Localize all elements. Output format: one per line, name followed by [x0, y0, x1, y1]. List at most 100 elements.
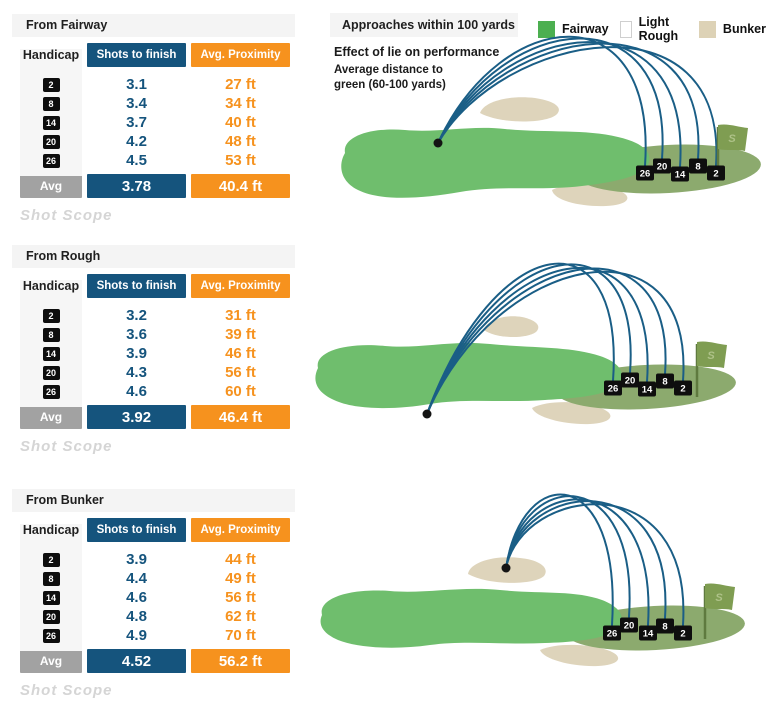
svg-text:20: 20: [657, 162, 668, 173]
shots-value: 3.4: [126, 95, 147, 112]
shots-value: 4.6: [126, 589, 147, 606]
shots-value: 3.7: [126, 114, 147, 131]
right-panel-header: Approaches within 100 yards: [330, 13, 518, 37]
bunker-shape: [480, 97, 559, 122]
svg-text:14: 14: [643, 629, 654, 640]
landing-label: 26: [603, 625, 621, 641]
light-rough-swatch-icon: [619, 20, 632, 38]
proximity-value: 60 ft: [225, 383, 256, 400]
flag-logo: S: [728, 133, 736, 145]
proximity-header: Avg. Proximity: [191, 274, 290, 298]
shots-value: 3.2: [126, 307, 147, 324]
section-from-rough: From Rough Handicap Shots to finish Avg.…: [12, 245, 295, 455]
section-from-fairway: From Fairway Handicap Shots to finish Av…: [12, 14, 295, 224]
table-row: 14 3.7 40 ft: [12, 113, 295, 132]
avg-label: Avg: [20, 649, 82, 673]
handicap-header: Handicap: [22, 279, 80, 293]
table-header-row: Handicap Shots to finish Avg. Proximity: [12, 43, 295, 67]
table-rows: 2 3.2 31 ft 8 3.6 39 ft 14 3.9 46 ft 20 …: [12, 306, 295, 401]
table-row: 8 4.4 49 ft: [12, 569, 295, 588]
landing-label: 8: [656, 373, 674, 389]
proximity-value: 31 ft: [225, 307, 256, 324]
handicap-chip: 8: [42, 571, 60, 586]
handicap-chip: 8: [42, 327, 60, 342]
shots-value: 3.1: [126, 76, 147, 93]
avg-proximity-value: 40.4 ft: [191, 174, 290, 198]
handicap-chip: 20: [42, 365, 60, 380]
proximity-value: 49 ft: [225, 570, 256, 587]
legend-label: Fairway: [562, 22, 609, 36]
shots-header: Shots to finish: [87, 274, 186, 298]
handicap-header: Handicap: [22, 48, 80, 62]
landing-label: 20: [653, 158, 671, 174]
trajectory-arc: [437, 42, 700, 160]
section-from-bunker: From Bunker Handicap Shots to finish Avg…: [12, 489, 295, 699]
trajectory-arc: [437, 37, 664, 160]
table-row: 14 3.9 46 ft: [12, 344, 295, 363]
hole-illustration-fairway: S 26 20 14 8 2: [341, 35, 761, 207]
table-row: 8 3.4 34 ft: [12, 94, 295, 113]
ball-dot: [501, 563, 511, 573]
trajectory-arc: [437, 46, 718, 167]
svg-text:2: 2: [713, 169, 718, 180]
table-row: 20 4.3 56 ft: [12, 363, 295, 382]
effect-subtitle: Effect of lie on performance: [334, 45, 500, 59]
shots-header: Shots to finish: [87, 43, 186, 67]
proximity-value: 62 ft: [225, 608, 256, 625]
table-row: 26 4.9 70 ft: [12, 626, 295, 645]
section-title: From Rough: [12, 245, 295, 268]
proximity-value: 56 ft: [225, 364, 256, 381]
legend-label: Light Rough: [638, 15, 679, 43]
stats-table: Handicap Shots to finish Avg. Proximity …: [12, 518, 295, 673]
average-row: Avg 3.92 46.4 ft: [12, 405, 295, 429]
table-row: 14 4.6 56 ft: [12, 588, 295, 607]
svg-text:26: 26: [640, 169, 651, 180]
landing-label: 2: [674, 380, 692, 396]
table-row: 8 3.6 39 ft: [12, 325, 295, 344]
proximity-value: 40 ft: [225, 114, 256, 131]
svg-text:14: 14: [675, 170, 686, 181]
ball-dot: [422, 409, 432, 419]
proximity-value: 56 ft: [225, 589, 256, 606]
handicap-chip: 2: [42, 77, 60, 92]
table-row: 2 3.2 31 ft: [12, 306, 295, 325]
trajectory-arc: [505, 500, 667, 619]
landing-label: 26: [604, 380, 622, 396]
shots-value: 4.2: [126, 133, 147, 150]
proximity-value: 48 ft: [225, 133, 256, 150]
handicap-chip: 20: [42, 134, 60, 149]
stats-table: Handicap Shots to finish Avg. Proximity …: [12, 43, 295, 198]
shots-value: 3.9: [126, 345, 147, 362]
legend-label: Bunker: [722, 22, 766, 36]
proximity-header: Avg. Proximity: [191, 518, 290, 542]
legend-item-light-rough: Light Rough: [619, 15, 688, 43]
proximity-value: 34 ft: [225, 95, 256, 112]
legend: Fairway Light Rough Bunker: [538, 15, 777, 43]
shots-value: 4.8: [126, 608, 147, 625]
shots-value: 3.9: [126, 551, 147, 568]
landing-label: 2: [707, 165, 725, 181]
handicap-header: Handicap: [22, 523, 80, 537]
proximity-value: 39 ft: [225, 326, 256, 343]
svg-text:8: 8: [695, 162, 700, 173]
table-header-row: Handicap Shots to finish Avg. Proximity: [12, 274, 295, 298]
table-row: 2 3.9 44 ft: [12, 550, 295, 569]
shots-value: 4.5: [126, 152, 147, 169]
svg-text:2: 2: [680, 384, 685, 395]
flag-icon: [718, 124, 748, 151]
handicap-chip: 14: [42, 346, 60, 361]
svg-text:2: 2: [680, 629, 685, 640]
shots-value: 4.9: [126, 627, 147, 644]
proximity-value: 44 ft: [225, 551, 256, 568]
avg-distance-subtitle: Average distance to green (60-100 yards): [334, 64, 446, 92]
legend-item-bunker: Bunker: [698, 20, 766, 38]
handicap-chip: 14: [42, 115, 60, 130]
avg-label: Avg: [20, 174, 82, 198]
landing-label: 8: [689, 158, 707, 174]
landing-label: 2: [674, 625, 692, 641]
trajectory-arc: [437, 41, 682, 168]
trajectory-arc: [426, 267, 649, 415]
fairway-swatch-icon: [538, 20, 555, 38]
avg-shots-value: 4.52: [87, 649, 186, 673]
